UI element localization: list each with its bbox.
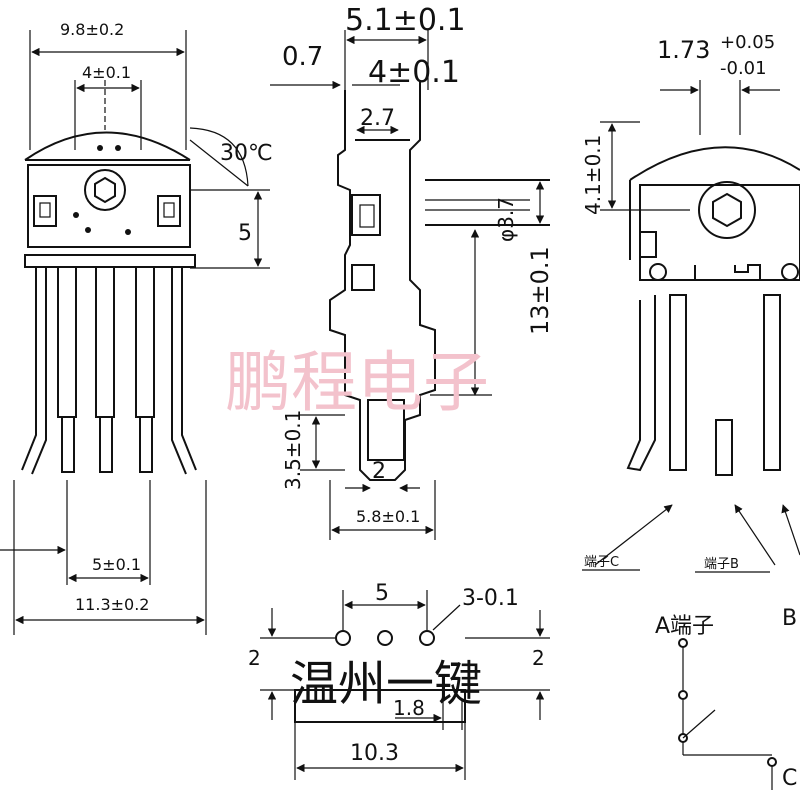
- watermark-black: 温州一键: [290, 656, 482, 712]
- dim-0-7: 0.7: [282, 42, 323, 72]
- terminal-c: 端子C: [584, 555, 619, 570]
- watermarks: 鹏程电子 温州一键: [225, 344, 489, 712]
- switch-schematic: [678, 638, 777, 790]
- dim-1-73: 1.73: [657, 36, 710, 64]
- dim-5-footprint: 5: [375, 581, 389, 606]
- dim-5-8: 5.8±0.1: [356, 507, 420, 526]
- watermark-pink: 鹏程电子: [225, 344, 489, 421]
- dim-2-right: 2: [532, 646, 545, 670]
- dim-phi-3-7: φ3.7: [494, 197, 518, 242]
- dim-10-3: 10.3: [350, 741, 399, 766]
- dimension-labels: 9.8±0.2 4±0.1 30℃ 5 5±0.1 11.3±0.2 5.1±0…: [60, 3, 797, 791]
- front-view: [0, 30, 270, 635]
- dim-13: 13±0.1: [526, 246, 554, 335]
- dim-tol-minus: -0.01: [720, 58, 767, 79]
- side-view: [270, 30, 550, 540]
- pcb-footprint: [260, 590, 550, 780]
- dim-1-8: 1.8: [393, 696, 425, 720]
- back-view: [582, 80, 800, 573]
- dim-4-front: 4±0.1: [82, 63, 131, 82]
- dim-2-left: 2: [248, 646, 261, 670]
- dim-5-pitch: 5±0.1: [92, 555, 141, 574]
- dim-5-1: 5.1±0.1: [345, 3, 466, 38]
- dim-tol-plus: +0.05: [720, 32, 775, 53]
- dim-2-7: 2.7: [360, 106, 395, 131]
- dim-9-8: 9.8±0.2: [60, 20, 124, 39]
- dim-angle: 30℃: [220, 141, 273, 166]
- dim-3-holes: 3-0.1: [462, 586, 519, 611]
- switch-c-label: C: [782, 766, 797, 791]
- dim-3-5: 3.5±0.1: [281, 410, 305, 490]
- dim-2-side: 2: [372, 459, 386, 484]
- switch-b-label: B: [782, 606, 797, 631]
- switch-a-label: A端子: [655, 614, 714, 639]
- dim-5-front: 5: [238, 221, 252, 246]
- terminal-b: 端子B: [704, 557, 739, 572]
- dim-4-side: 4±0.1: [368, 55, 460, 90]
- dim-11-3: 11.3±0.2: [75, 595, 149, 614]
- dim-4-1: 4.1±0.1: [581, 135, 605, 215]
